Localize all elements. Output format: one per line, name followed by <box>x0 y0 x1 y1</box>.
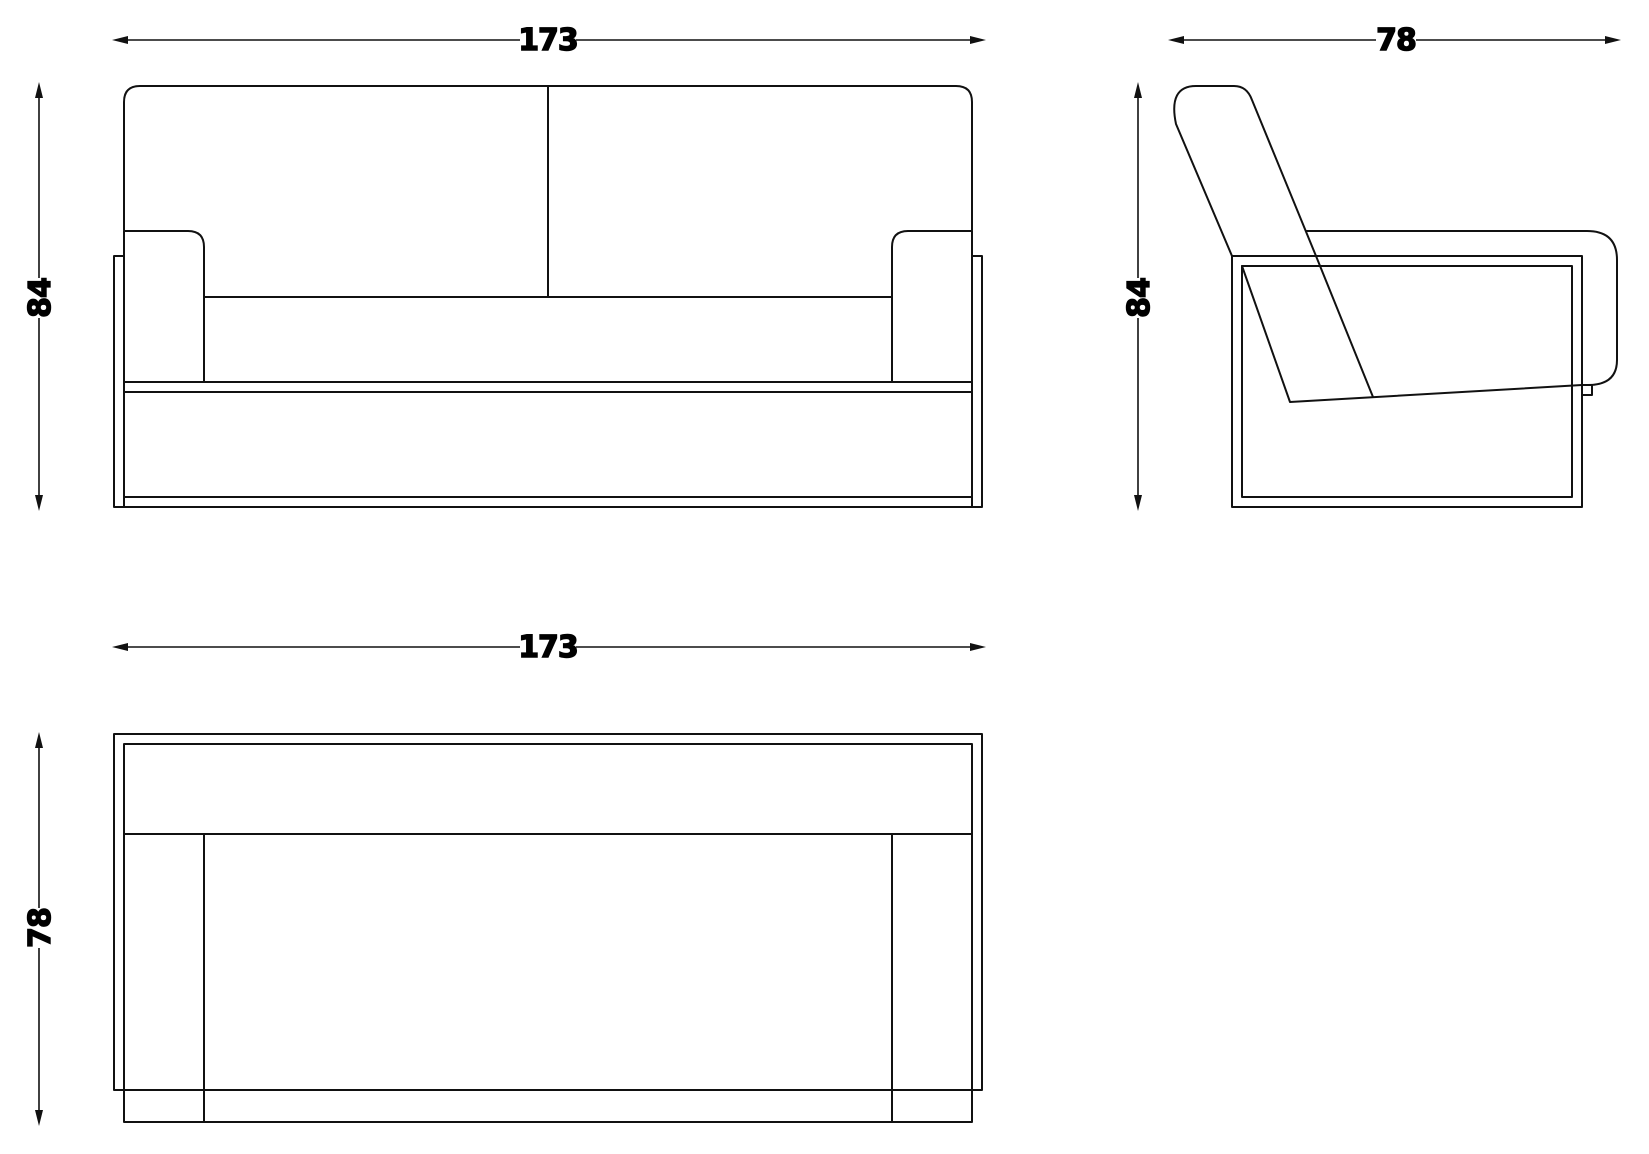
front-right-leg-frame <box>971 255 983 508</box>
side-armrest <box>1305 230 1618 386</box>
front-width-label: 173 <box>518 23 578 58</box>
front-base-panel <box>123 391 973 498</box>
side-height-dimension: 84 <box>1121 82 1158 511</box>
side-outer-frame <box>1231 255 1583 508</box>
side-inner-frame <box>1241 265 1573 498</box>
side-height-label: 84 <box>1122 278 1157 318</box>
side-seat-cushion <box>1241 265 1583 403</box>
side-backrest-lower-edge <box>1315 255 1374 398</box>
front-right-armrest <box>891 230 973 383</box>
front-seat-top-band <box>123 381 973 393</box>
side-depth-label: 78 <box>1376 23 1416 58</box>
top-view: 173 78 <box>22 629 986 1126</box>
top-width-dimension: 173 <box>112 629 986 666</box>
side-view: 78 84 <box>1121 22 1621 511</box>
top-main-body <box>123 743 973 1123</box>
front-height-label: 84 <box>23 278 58 318</box>
top-depth-dimension: 78 <box>22 732 59 1126</box>
front-base-bottom-strip <box>123 496 973 508</box>
front-width-dimension: 173 <box>112 22 986 59</box>
front-left-armrest <box>123 230 205 383</box>
front-height-dimension: 84 <box>22 82 59 511</box>
side-depth-dimension: 78 <box>1168 22 1621 59</box>
side-backrest <box>1173 85 1317 257</box>
front-left-leg-frame <box>113 255 125 508</box>
front-view: 173 84 <box>22 22 986 511</box>
side-armrest-foot <box>1581 384 1593 396</box>
top-depth-label: 78 <box>23 908 58 948</box>
top-width-label: 173 <box>518 630 578 665</box>
top-outer-frame <box>113 733 983 1091</box>
